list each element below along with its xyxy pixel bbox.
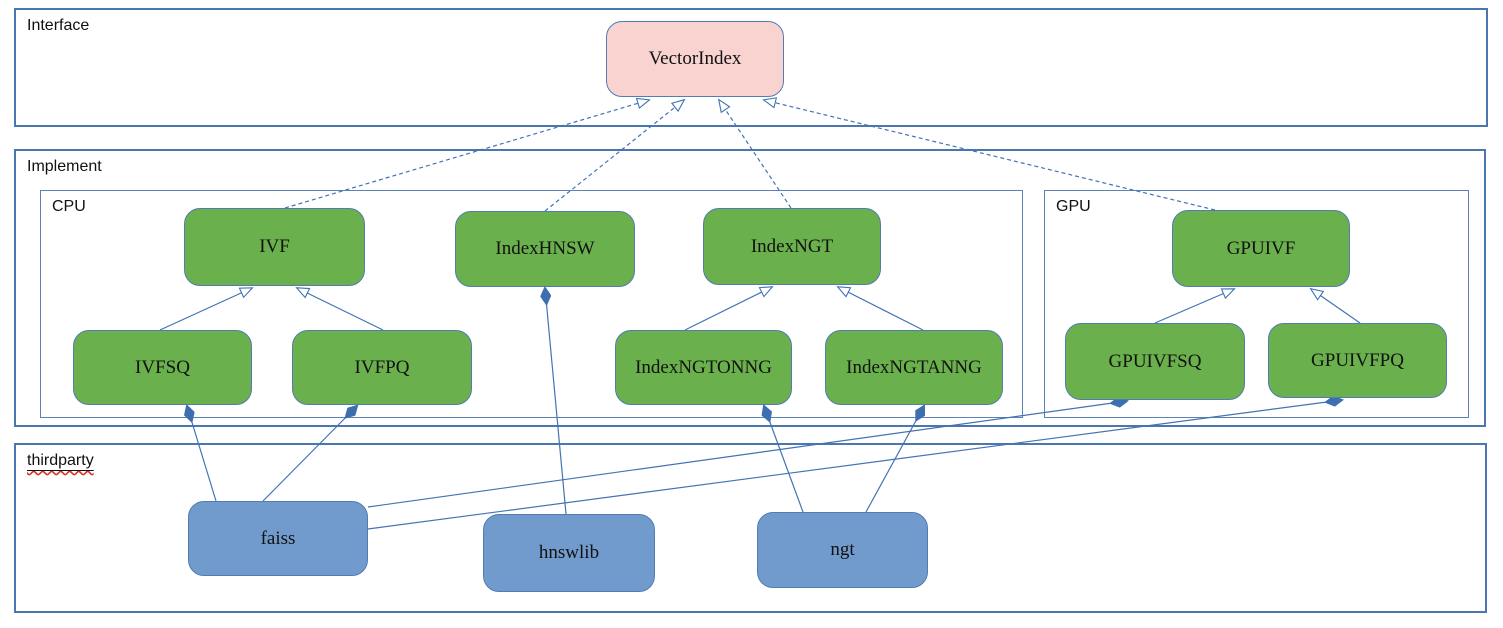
node-hnswlib-label: hnswlib xyxy=(538,542,600,563)
node-indexhnsw[interactable]: IndexHNSW xyxy=(455,211,635,287)
node-indexngtanng-label: IndexNGTANNG xyxy=(846,356,982,378)
node-indexhnsw-label: IndexHNSW xyxy=(495,238,595,259)
node-faiss-label: faiss xyxy=(260,527,296,549)
node-indexngt-label: IndexNGT xyxy=(750,235,834,257)
container-interface-label: Interface xyxy=(27,17,90,34)
container-thirdparty-label: thirdparty xyxy=(27,452,94,470)
node-ivfpq[interactable]: IVFPQ xyxy=(292,330,472,405)
node-ngt-label: ngt xyxy=(830,539,855,560)
node-gpuivfpq[interactable]: GPUIVFPQ xyxy=(1268,323,1447,398)
node-ngt[interactable]: ngt xyxy=(757,512,928,588)
container-cpu-label: CPU xyxy=(52,198,86,215)
node-gpuivf-label: GPUIVF xyxy=(1226,237,1296,259)
container-implement-label: Implement xyxy=(27,158,102,175)
node-gpuivf[interactable]: GPUIVF xyxy=(1172,210,1350,287)
node-indexngtanng[interactable]: IndexNGTANNG xyxy=(825,330,1003,405)
node-indexngtonng[interactable]: IndexNGTONNG xyxy=(615,330,792,405)
node-indexngtonng-label: IndexNGTONNG xyxy=(635,356,772,378)
thirdparty-underlined-text: thirdparty xyxy=(27,452,94,469)
container-gpu-label: GPU xyxy=(1056,198,1091,215)
node-ivf-label: IVF xyxy=(259,236,290,257)
node-ivfsq-label: IVFSQ xyxy=(135,356,190,378)
node-gpuivfsq-label: GPUIVFSQ xyxy=(1108,350,1202,372)
node-vectorindex-label: VectorIndex xyxy=(648,48,742,69)
node-hnswlib[interactable]: hnswlib xyxy=(483,514,655,592)
node-indexngt[interactable]: IndexNGT xyxy=(703,208,881,285)
node-gpuivfsq[interactable]: GPUIVFSQ xyxy=(1065,323,1245,400)
node-ivfpq-label: IVFPQ xyxy=(354,356,410,378)
node-ivfsq[interactable]: IVFSQ xyxy=(73,330,252,405)
node-faiss[interactable]: faiss xyxy=(188,501,368,576)
node-vectorindex[interactable]: VectorIndex xyxy=(606,21,784,97)
node-gpuivfpq-label: GPUIVFPQ xyxy=(1311,349,1404,371)
node-ivf[interactable]: IVF xyxy=(184,208,365,286)
